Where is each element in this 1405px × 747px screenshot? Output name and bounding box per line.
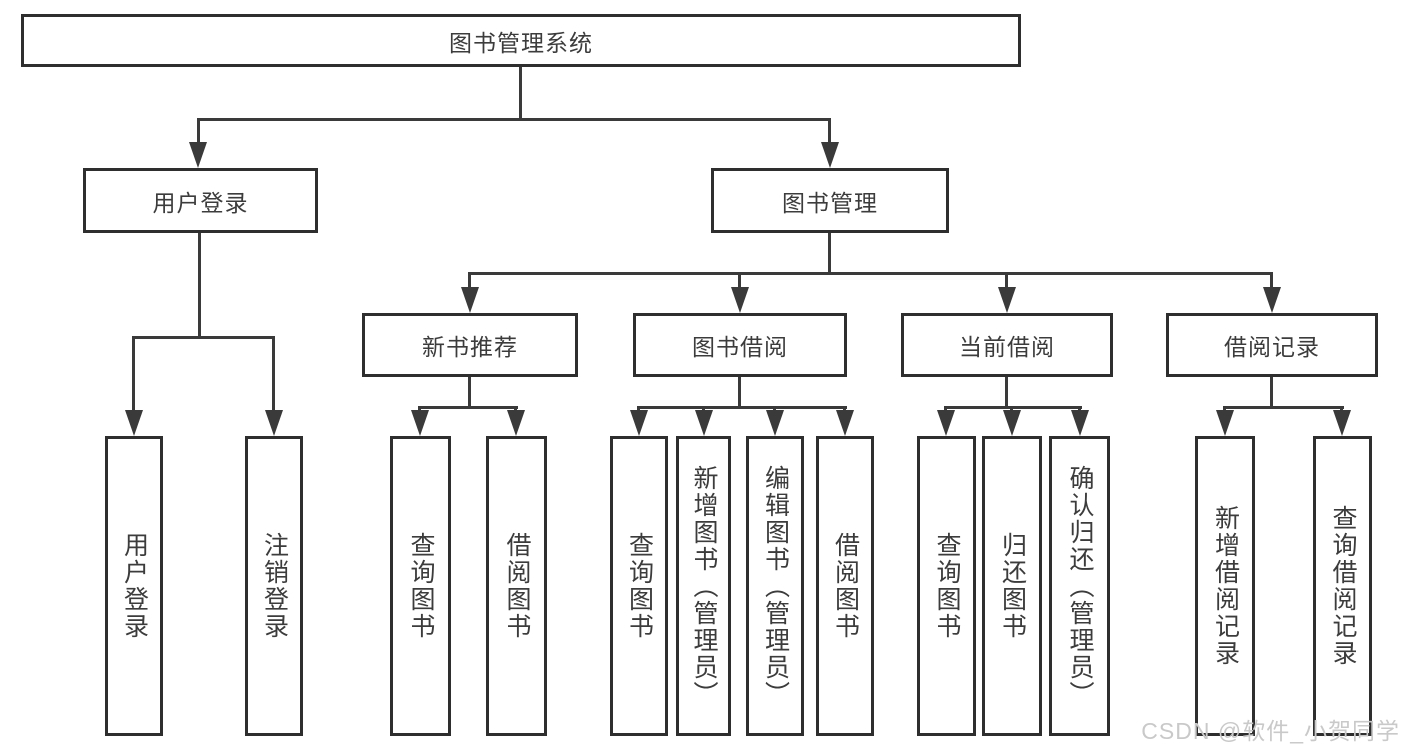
connector-line	[198, 233, 201, 336]
connector-line	[1223, 406, 1344, 409]
connector-line	[1005, 377, 1008, 406]
arrow-down-icon	[265, 410, 283, 436]
node-label: 借阅记录	[1224, 334, 1320, 360]
arrow-down-icon	[1003, 410, 1021, 436]
node-label: 当前借阅	[959, 334, 1055, 360]
arrow-down-icon	[821, 142, 839, 168]
connector-line	[468, 377, 471, 406]
connector-line	[944, 406, 1082, 409]
arrow-down-icon	[731, 287, 749, 313]
connector-line	[637, 406, 847, 409]
leaf-label: 借阅图书	[503, 532, 531, 640]
arrow-down-icon	[766, 410, 784, 436]
connector-line	[468, 272, 471, 291]
leaf-borrow-book-2: 借阅图书	[816, 436, 874, 736]
leaf-label: 查询图书	[625, 532, 654, 640]
leaf-label: 用户登录	[120, 532, 149, 640]
leaf-label: 确认归还（管理员）	[1066, 464, 1094, 708]
leaf-label: 查询借阅记录	[1329, 505, 1357, 667]
leaf-query-book-1: 查询图书	[390, 436, 451, 736]
leaf-query-book-2: 查询图书	[610, 436, 668, 736]
node-label: 图书管理	[782, 189, 878, 216]
arrow-down-icon	[937, 410, 955, 436]
arrow-down-icon	[630, 410, 648, 436]
leaf-borrow-book-1: 借阅图书	[486, 436, 547, 736]
arrow-down-icon	[1216, 410, 1234, 436]
leaf-logout: 注销登录	[245, 436, 303, 736]
connector-line	[1005, 272, 1008, 291]
connector-line	[197, 118, 831, 121]
connector-line	[519, 67, 522, 118]
leaf-label: 新增借阅记录	[1211, 505, 1240, 667]
leaf-query-borrow-record: 查询借阅记录	[1313, 436, 1372, 736]
leaf-label: 编辑图书（管理员）	[761, 464, 790, 708]
node-current-borrow: 当前借阅	[901, 313, 1113, 377]
connector-line	[1270, 272, 1273, 291]
leaf-label: 新增图书（管理员）	[690, 464, 718, 708]
connector-line	[738, 377, 741, 406]
arrow-down-icon	[1333, 410, 1351, 436]
leaf-label: 归还图书	[998, 532, 1027, 640]
node-label: 新书推荐	[422, 334, 518, 360]
connector-line	[828, 233, 831, 272]
node-user-login: 用户登录	[83, 168, 318, 233]
leaf-add-book-admin: 新增图书（管理员）	[676, 436, 731, 736]
node-label: 图书管理系统	[449, 29, 593, 56]
connector-line	[197, 118, 200, 146]
node-library-management-system: 图书管理系统	[21, 14, 1021, 67]
node-book-management: 图书管理	[711, 168, 949, 233]
node-new-book-recommend: 新书推荐	[362, 313, 578, 377]
arrow-down-icon	[695, 410, 713, 436]
connector-line	[469, 272, 1272, 275]
leaf-label: 查询图书	[407, 532, 435, 640]
leaf-query-book-3: 查询图书	[917, 436, 976, 736]
csdn-watermark: CSDN @软件_小贺同学	[1141, 718, 1400, 744]
arrow-down-icon	[461, 287, 479, 313]
leaf-add-borrow-record: 新增借阅记录	[1195, 436, 1255, 736]
arrow-down-icon	[189, 142, 207, 168]
node-label: 图书借阅	[692, 334, 788, 360]
node-borrow-records: 借阅记录	[1166, 313, 1378, 377]
arrow-down-icon	[507, 410, 525, 436]
arrow-down-icon	[836, 410, 854, 436]
arrow-down-icon	[1263, 287, 1281, 313]
connector-line	[1270, 377, 1273, 406]
arrow-down-icon	[998, 287, 1016, 313]
leaf-label: 注销登录	[260, 532, 289, 640]
connector-line	[272, 336, 275, 414]
leaf-confirm-return-admin: 确认归还（管理员）	[1049, 436, 1110, 736]
leaf-return-book: 归还图书	[982, 436, 1042, 736]
leaf-edit-book-admin: 编辑图书（管理员）	[746, 436, 804, 736]
leaf-label: 借阅图书	[831, 532, 860, 640]
connector-line	[828, 118, 831, 146]
connector-line	[132, 336, 275, 339]
arrow-down-icon	[125, 410, 143, 436]
connector-line	[419, 406, 518, 409]
connector-line	[132, 336, 135, 414]
node-label: 用户登录	[152, 189, 249, 216]
leaf-user-login: 用户登录	[105, 436, 163, 736]
node-book-borrow: 图书借阅	[633, 313, 847, 377]
connector-line	[738, 272, 741, 291]
leaf-label: 查询图书	[933, 532, 961, 640]
arrow-down-icon	[1071, 410, 1089, 436]
arrow-down-icon	[411, 410, 429, 436]
